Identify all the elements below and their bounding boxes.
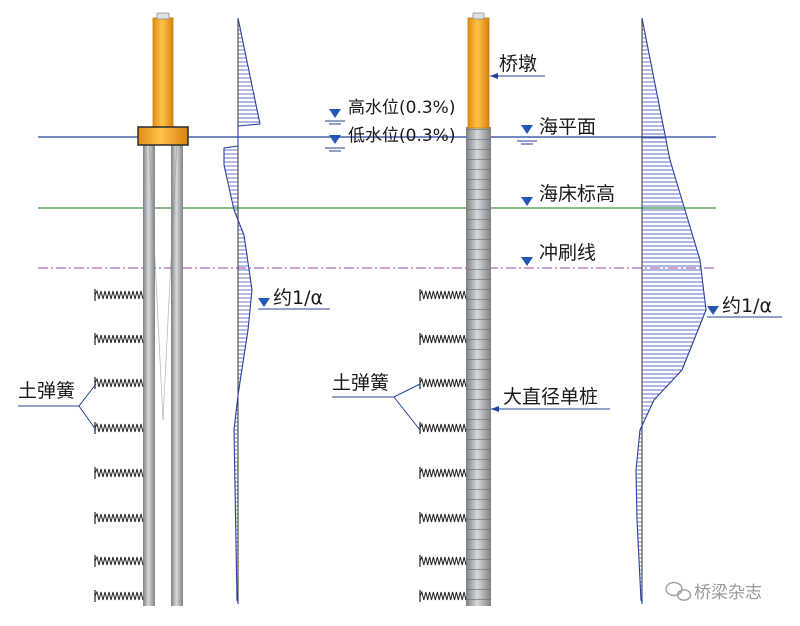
soil-spring — [94, 333, 144, 344]
approx-left-marker — [258, 298, 270, 307]
watermark: 桥梁杂志 — [665, 581, 762, 603]
scour-marker — [521, 257, 533, 266]
soil-spring — [94, 467, 144, 478]
left-pile-cap — [137, 126, 189, 146]
watermark-text: 桥梁杂志 — [694, 583, 762, 603]
soil-spring — [419, 422, 467, 433]
soil-spring — [419, 590, 467, 601]
soil-spring — [419, 467, 467, 478]
seabed-label: 海床标高 — [539, 183, 615, 205]
seabed-marker — [521, 197, 533, 206]
left-pile-a — [143, 138, 155, 606]
soil-spring — [94, 555, 144, 566]
soil-spring — [94, 590, 144, 601]
low-water-label: 低水位(0.3%) — [348, 126, 455, 146]
soil-spring — [94, 377, 144, 388]
soil-spring-left-label: 土弹簧 — [18, 380, 75, 402]
right-pier-column — [467, 17, 490, 129]
soil-spring-right-label: 土弹簧 — [332, 372, 389, 394]
high-water-marker — [325, 109, 345, 125]
left-pier-column — [152, 17, 174, 129]
sea-level-label: 海平面 — [539, 116, 596, 138]
soil-spring — [94, 512, 144, 523]
approx-right-marker — [707, 306, 719, 315]
chat-bubble-icon — [665, 581, 692, 601]
left-soil-springs — [94, 289, 144, 602]
scour-label: 冲刷线 — [539, 242, 596, 264]
right-soil-springs — [419, 289, 467, 602]
left-pile-b — [171, 138, 183, 606]
right-distribution-diagram — [635, 17, 707, 604]
soil-spring — [94, 422, 144, 433]
sea-level-marker — [517, 125, 537, 145]
soil-spring — [419, 289, 467, 300]
pier-label: 桥墩 — [499, 53, 537, 75]
soil-spring — [419, 333, 467, 344]
left-distribution-diagram — [223, 17, 261, 604]
approx-left-label: 约1/α — [273, 287, 323, 309]
soil-spring — [419, 512, 467, 523]
soil-spring — [419, 555, 467, 566]
approx-right-label: 约1/α — [722, 295, 772, 317]
right-monopile — [466, 12, 491, 606]
left-pile-group — [137, 12, 189, 606]
high-water-label: 高水位(0.3%) — [348, 98, 455, 118]
soil-spring — [94, 289, 144, 300]
large-pile-label: 大直径单桩 — [503, 386, 598, 408]
low-water-marker — [325, 135, 345, 152]
soil-spring — [419, 377, 467, 388]
